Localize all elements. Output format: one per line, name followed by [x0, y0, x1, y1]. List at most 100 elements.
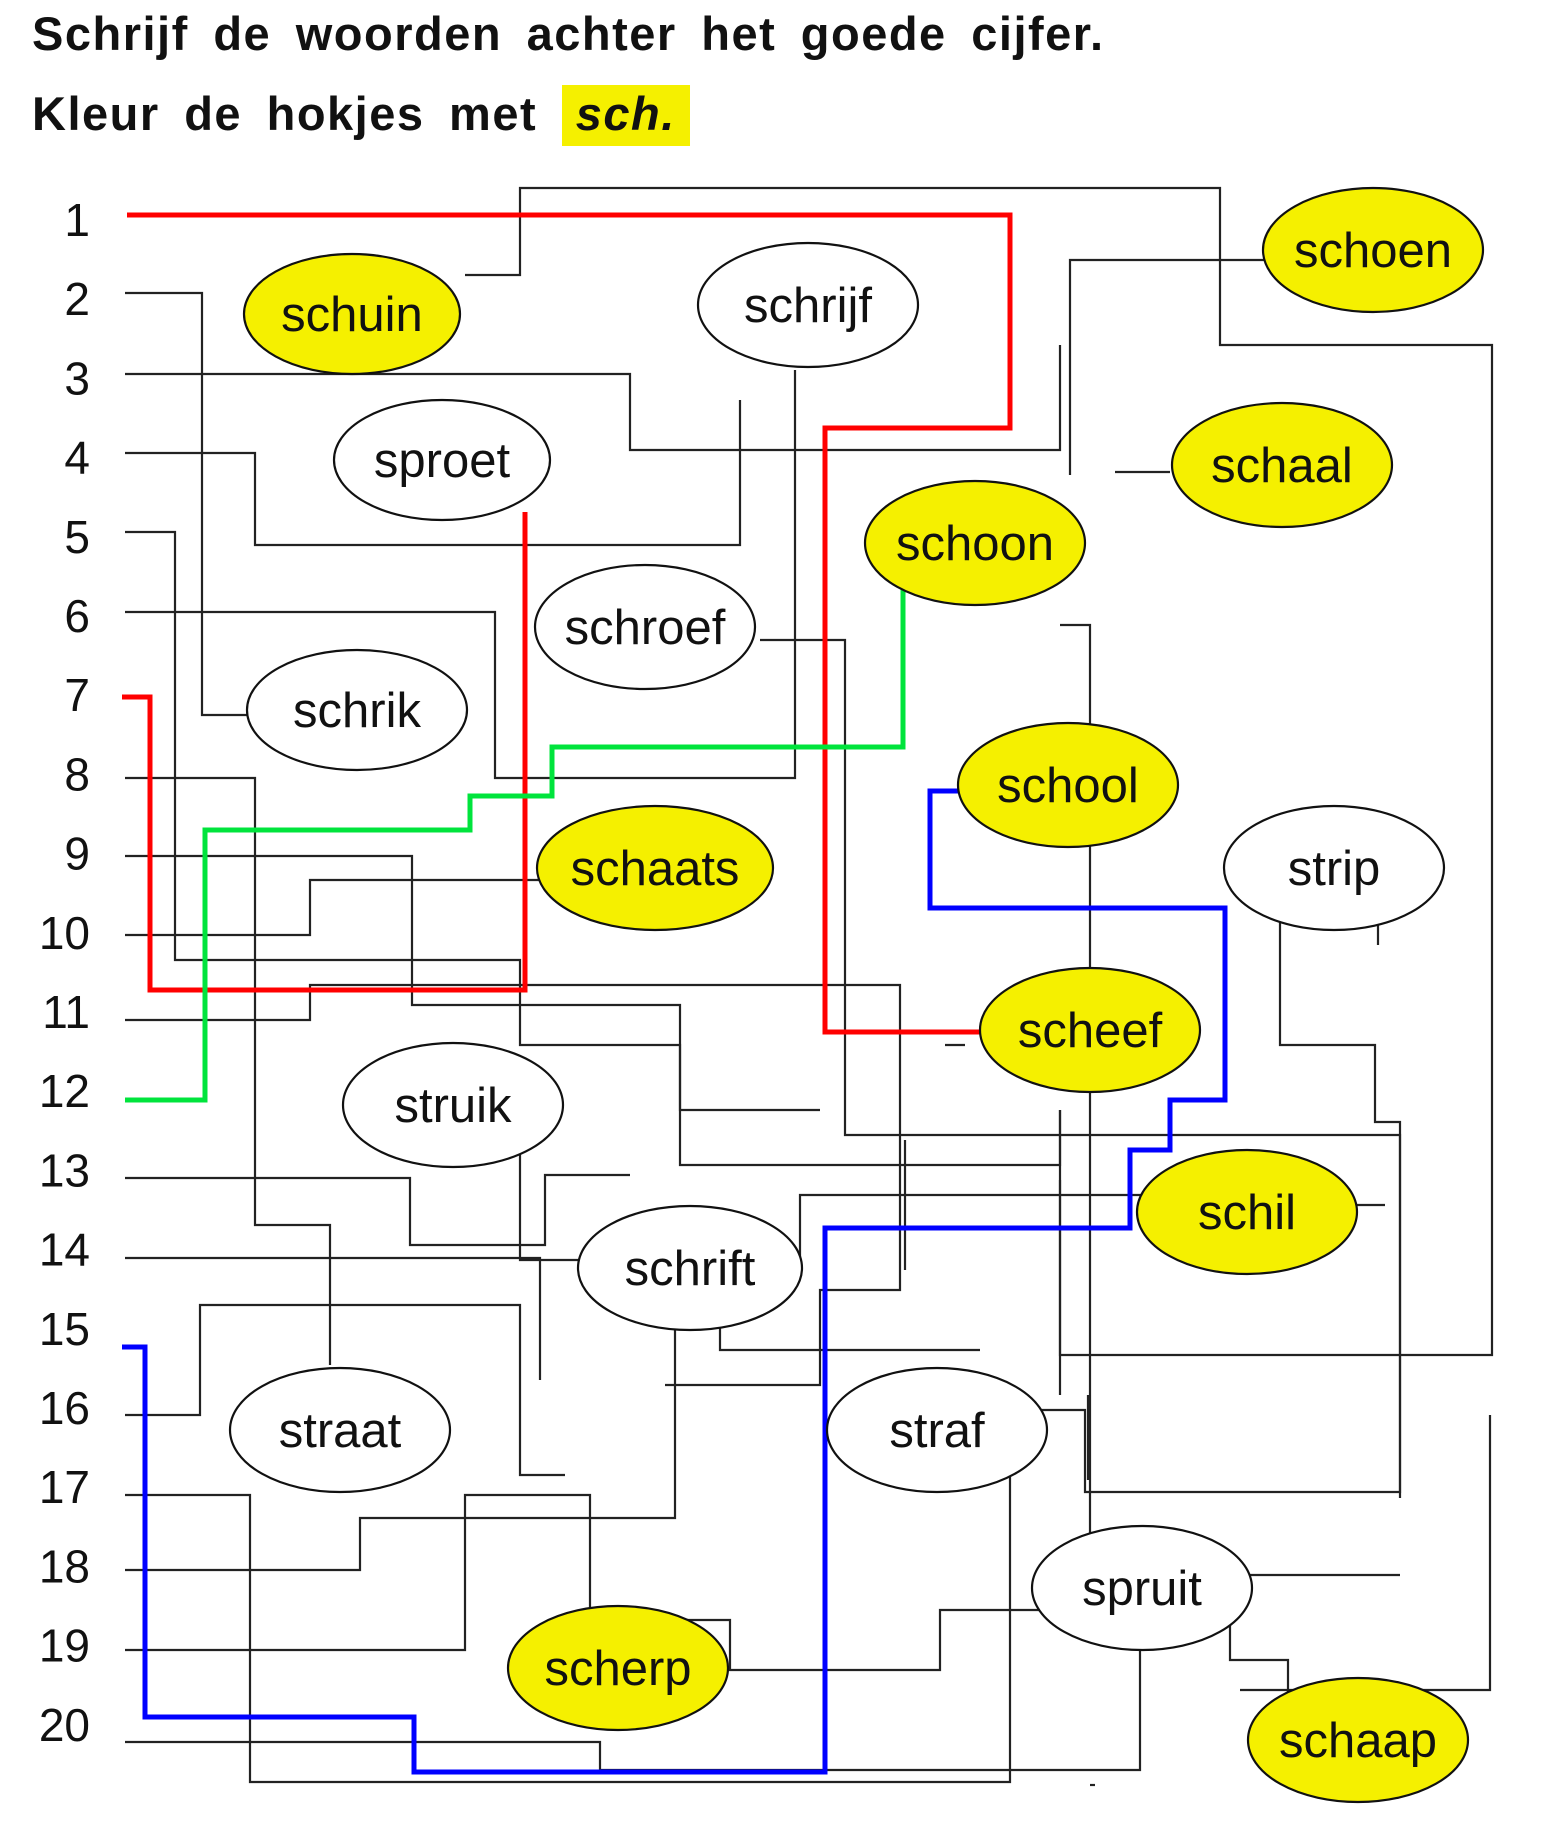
word-label: straat — [279, 1404, 402, 1458]
word-label: sproet — [374, 434, 511, 488]
maze-line — [125, 370, 797, 780]
word-bubble-schrift[interactable]: schrift — [576, 1204, 804, 1332]
word-ellipse — [1261, 186, 1485, 314]
word-label: schoon — [896, 517, 1054, 571]
word-bubble-straat[interactable]: straat — [228, 1366, 452, 1494]
word-ellipse — [535, 804, 775, 932]
number-label: 14 — [39, 1224, 90, 1276]
word-bubble-strip[interactable]: strip — [1222, 804, 1446, 932]
number-label: 13 — [39, 1144, 90, 1196]
word-bubble-straf[interactable]: straf — [825, 1366, 1049, 1494]
word-bubble-schaap[interactable]: schaap — [1246, 1676, 1470, 1804]
blue-line-15 — [122, 788, 1228, 1775]
word-label: straf — [889, 1404, 985, 1458]
word-ellipse — [1030, 1524, 1254, 1652]
word-label: schroef — [565, 601, 726, 655]
word-bubble-schoen[interactable]: schoen — [1261, 186, 1485, 314]
word-label: schrift — [625, 1242, 756, 1296]
word-label: schrik — [293, 684, 421, 738]
number-label: 3 — [64, 352, 90, 404]
word-ellipse — [228, 1366, 452, 1494]
maze-line — [1240, 1415, 1492, 1692]
traced-line-red — [122, 212, 1013, 1035]
red-line-1 — [127, 212, 1013, 1035]
maze-line — [125, 983, 902, 1387]
instruction-line-1: Schrijf de woorden achter het goede cijf… — [32, 7, 1105, 60]
word-bubble-spruit[interactable]: spruit — [1030, 1524, 1254, 1652]
maze-line — [125, 878, 540, 937]
word-label: struik — [394, 1079, 512, 1133]
word-ellipse — [341, 1041, 565, 1169]
word-bubble-schaats[interactable]: schaats — [535, 804, 775, 932]
word-ellipse — [332, 398, 552, 522]
word-bubbles: schoen schuin schrijf schaal sproet schoon sch… — [228, 186, 1485, 1804]
number-label: 8 — [64, 748, 90, 800]
word-label: scheef — [1018, 1004, 1163, 1058]
word-bubble-schoon[interactable]: schoon — [863, 479, 1087, 607]
word-label: schrijf — [744, 279, 872, 333]
word-label: spruit — [1082, 1562, 1202, 1616]
word-bubble-struik[interactable]: struik — [341, 1041, 565, 1169]
word-bubble-schuin[interactable]: schuin — [242, 252, 462, 376]
maze-line — [125, 400, 742, 547]
maze-line — [125, 776, 332, 1365]
word-ellipse — [506, 1604, 730, 1732]
number-label: 5 — [64, 511, 90, 563]
number-label: 4 — [64, 432, 90, 484]
word-label: schoen — [1294, 224, 1452, 278]
instruction-line-2: Kleur de hokjes met sch. — [32, 85, 690, 146]
number-label: 9 — [64, 828, 90, 880]
maze-line — [125, 1465, 1012, 1784]
maze-line — [125, 1320, 677, 1572]
word-bubble-scheef[interactable]: scheef — [978, 966, 1202, 1094]
maze-line — [125, 345, 1062, 452]
red-line-7 — [122, 512, 528, 993]
word-bubble-schrik[interactable]: schrik — [245, 648, 469, 772]
word-bubble-school[interactable]: school — [956, 721, 1180, 849]
number-label: 12 — [39, 1065, 90, 1117]
word-ellipse — [978, 966, 1202, 1094]
word-bubble-schrijf[interactable]: schrijf — [696, 241, 920, 369]
number-label: 10 — [39, 907, 90, 959]
instruction-line-2-text: Kleur de hokjes met — [32, 87, 538, 140]
word-bubble-schaal[interactable]: schaal — [1170, 401, 1394, 529]
maze-line — [125, 1173, 630, 1247]
sch-highlight: sch. — [561, 85, 690, 146]
word-label: schuin — [281, 288, 423, 342]
word-ellipse — [242, 252, 462, 376]
maze-line — [125, 1493, 1167, 1672]
word-ellipse — [956, 721, 1180, 849]
word-bubble-schil[interactable]: schil — [1135, 1148, 1359, 1276]
word-ellipse — [1135, 1148, 1359, 1276]
word-label: schaap — [1279, 1714, 1437, 1768]
word-bubble-schroef[interactable]: schroef — [533, 563, 757, 691]
word-bubble-sproet[interactable]: sproet — [332, 398, 552, 522]
number-label: 11 — [42, 986, 90, 1038]
word-ellipse — [1222, 804, 1446, 932]
word-ellipse — [696, 241, 920, 369]
maze-line — [465, 186, 1494, 1357]
maze-line — [760, 638, 1402, 1498]
word-label: strip — [1288, 842, 1381, 896]
maze-line — [1060, 623, 1092, 1610]
maze-line — [125, 1303, 565, 1477]
word-label: schil — [1198, 1186, 1296, 1240]
traced-line-blue — [122, 788, 1228, 1775]
word-label: schaal — [1211, 439, 1353, 493]
word-label: school — [997, 759, 1139, 813]
word-label: scherp — [544, 1642, 691, 1696]
maze-line — [125, 291, 255, 717]
maze-line — [125, 1256, 542, 1380]
word-ellipse — [1170, 401, 1394, 529]
word-bubble-scherp[interactable]: scherp — [506, 1604, 730, 1732]
word-label: schaats — [571, 842, 740, 896]
number-label: 18 — [39, 1540, 90, 1592]
word-ellipse — [1246, 1676, 1470, 1804]
maze-line — [1068, 258, 1270, 475]
word-ellipse — [863, 479, 1087, 607]
number-label: 7 — [64, 669, 90, 721]
word-ellipse — [825, 1366, 1049, 1494]
word-ellipse — [533, 563, 757, 691]
